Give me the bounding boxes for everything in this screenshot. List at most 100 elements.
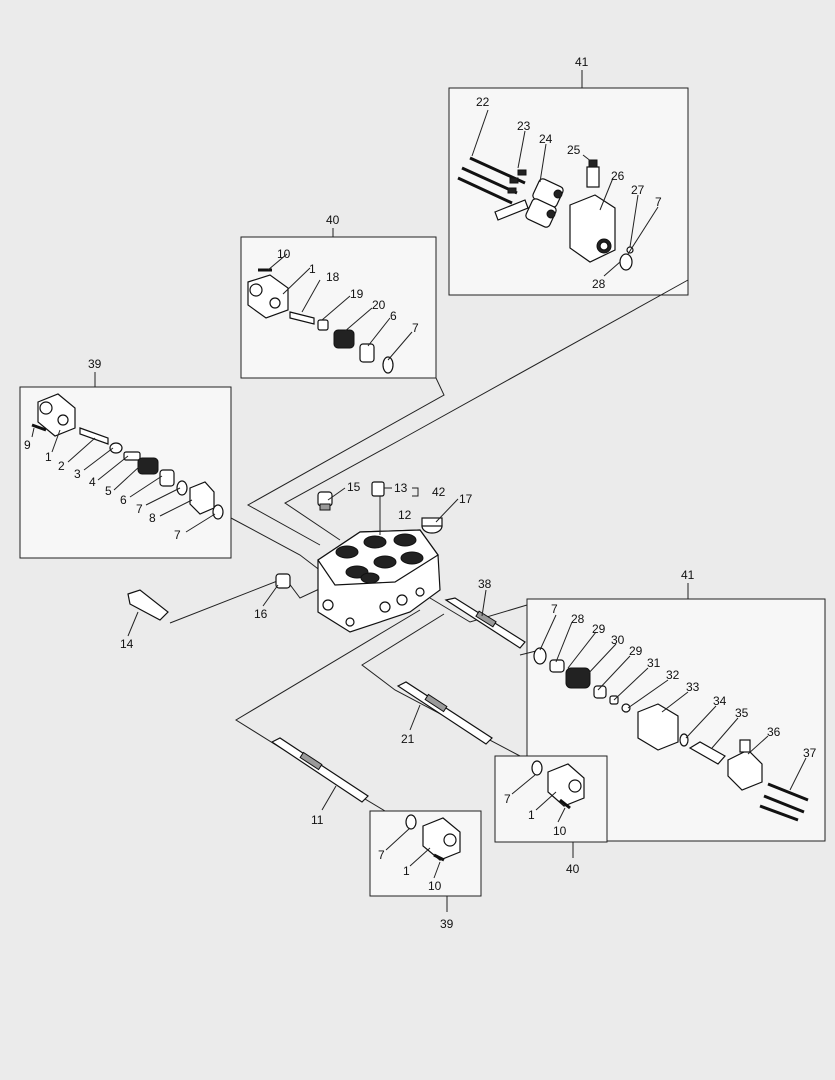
part-screws-23 <box>507 169 527 194</box>
part-pin-4 <box>123 451 141 461</box>
part-block-33 <box>637 703 679 751</box>
part-plug-15 <box>317 491 333 511</box>
callout: 18 <box>326 270 340 284</box>
part-fitting-25 <box>586 159 600 188</box>
part-bolts-37 <box>759 782 809 822</box>
callout: 1 <box>309 262 316 276</box>
part-spool-38 <box>444 597 526 649</box>
part-pin-35 <box>688 741 726 765</box>
callout: 10 <box>277 247 291 261</box>
part-oring-7-left-b <box>212 504 224 520</box>
assembly-label: 41 <box>681 568 695 582</box>
part-spring-30 <box>565 667 591 689</box>
part-seat-28 <box>549 659 565 673</box>
callout: 20 <box>372 298 386 312</box>
part-cap-36 <box>727 739 763 791</box>
assembly-box-39-bottom <box>369 810 482 897</box>
callout: 35 <box>735 706 749 720</box>
callout: 36 <box>767 725 781 739</box>
part-seat-19 <box>317 319 329 331</box>
part-oring-7 <box>619 253 633 271</box>
callout: 11 <box>311 813 324 827</box>
connector-line <box>284 279 689 541</box>
callout: 13 <box>394 481 408 495</box>
callout: 27 <box>631 183 645 197</box>
callout: 9 <box>24 438 31 452</box>
part-cap-1-top <box>247 274 289 319</box>
part-oring-7-top <box>382 356 394 374</box>
callout: 7 <box>551 602 558 616</box>
callout: 28 <box>592 277 606 291</box>
connector-line <box>361 613 521 757</box>
part-relief-16 <box>275 573 291 589</box>
part-spring-5 <box>137 457 159 475</box>
part-oring-7-right <box>533 647 547 665</box>
callout: 5 <box>105 484 112 498</box>
callout: 42 <box>432 485 446 499</box>
callout: 7 <box>378 848 385 862</box>
callout: 32 <box>666 668 680 682</box>
callout: 24 <box>539 132 553 146</box>
valve-body <box>317 529 441 633</box>
connector-line <box>235 609 421 812</box>
part-ball-32 <box>621 703 631 713</box>
assembly-label: 41 <box>575 55 589 69</box>
part-valve-14 <box>127 589 169 621</box>
part-spool-11 <box>270 737 369 803</box>
connector-line <box>246 377 445 546</box>
assembly-box-40-bottom <box>494 755 608 843</box>
part-block-26 <box>569 194 616 263</box>
part-spool-21 <box>396 681 493 745</box>
connector-line <box>230 517 331 579</box>
callout: 7 <box>504 792 511 806</box>
part-screw-9 <box>31 423 47 432</box>
callout: 15 <box>347 480 361 494</box>
part-screw-10-b39 <box>433 853 445 862</box>
part-oring-7-b40 <box>531 760 543 776</box>
callout: 1 <box>528 808 535 822</box>
callout: 22 <box>476 95 490 109</box>
part-oring-34 <box>679 733 689 747</box>
callout: 17 <box>459 492 473 506</box>
assembly-label: 40 <box>566 862 580 876</box>
callout: 19 <box>350 287 364 301</box>
callout: 6 <box>120 493 127 507</box>
callout: 14 <box>120 637 134 651</box>
part-spring-20 <box>333 329 355 349</box>
assembly-label: 39 <box>88 357 102 371</box>
part-cap-1-left <box>37 393 76 437</box>
callout: 2 <box>58 459 65 473</box>
part-oring-7-b39 <box>405 814 417 830</box>
part-spool-end-18 <box>289 311 315 325</box>
callout: 29 <box>592 622 606 636</box>
callout: 10 <box>553 824 567 838</box>
part-solenoids-24 <box>494 178 564 228</box>
callout: 31 <box>647 656 661 670</box>
part-oring-7-left-a <box>176 480 188 496</box>
callout: 3 <box>74 467 81 481</box>
part-screw-10-b40 <box>559 798 571 810</box>
callout: 8 <box>149 511 156 525</box>
callout: 33 <box>686 680 700 694</box>
part-cap-1-b39 <box>422 817 461 861</box>
callout: 1 <box>403 864 410 878</box>
callout: 30 <box>611 633 625 647</box>
part-spool-end-2 <box>79 427 109 445</box>
assembly-label: 39 <box>440 917 454 931</box>
part-seat-29 <box>593 685 607 699</box>
callout: 10 <box>428 879 442 893</box>
callout: 23 <box>517 119 531 133</box>
callout: 37 <box>803 746 817 760</box>
callout: 7 <box>412 321 419 335</box>
callout: 4 <box>89 475 96 489</box>
part-plug-13 <box>371 481 385 497</box>
part-cap-1-b40 <box>547 763 585 807</box>
callout: 21 <box>401 732 415 746</box>
part-sleeve-6-top <box>359 343 375 363</box>
connector-line <box>429 597 528 623</box>
callout: 25 <box>567 143 581 157</box>
part-cap-17 <box>421 517 443 534</box>
part-sleeve-6-left <box>159 469 175 487</box>
callout: 7 <box>655 195 662 209</box>
